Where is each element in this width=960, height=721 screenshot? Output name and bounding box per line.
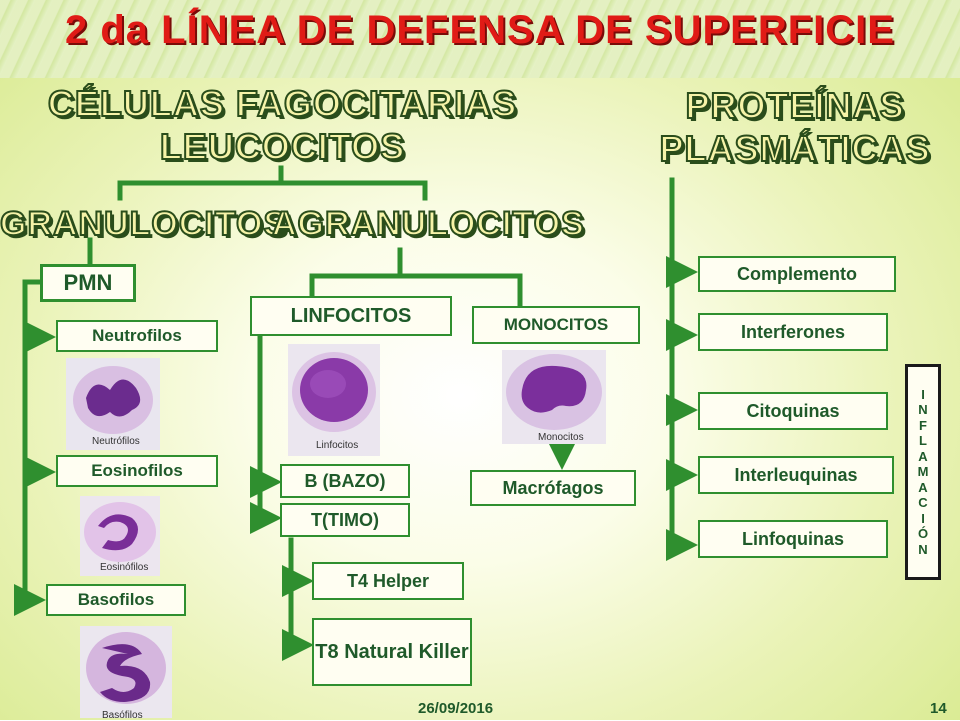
inflamacion-text: INFLAMACIÓN <box>917 386 929 557</box>
monocitos-caption: Monocitos <box>538 432 584 443</box>
basofilos-box: Basofilos <box>46 584 186 616</box>
interferones-box: Interferones <box>698 313 888 351</box>
monocitos-box: MONOCITOS <box>472 306 640 344</box>
linfocitos-caption: Linfocitos <box>316 440 359 451</box>
inflamacion-vertical-label: INFLAMACIÓN <box>905 364 941 580</box>
interleuquinas-box: Interleuquinas <box>698 456 894 494</box>
heading-granulocitos: GRANULOCITOS <box>0 204 288 244</box>
neutrofilos-box: Neutrofilos <box>56 320 218 352</box>
basofilos-caption: Basófilos <box>102 710 143 721</box>
t8-natural-killer-box: T8 Natural Killer <box>312 618 472 686</box>
heading-cells-line2: LEUCOCITOS <box>159 125 406 168</box>
citoquinas-box: Citoquinas <box>698 392 888 430</box>
heading-agranulocitos: AGRANULOCITOS <box>271 204 585 244</box>
linfocitos-box: LINFOCITOS <box>250 296 452 336</box>
monocyte-image: Monocitos <box>502 350 606 444</box>
macrofagos-box: Macrófagos <box>470 470 636 506</box>
slide-title: 2 da LÍNEA DE DEFENSA DE SUPERFICIE <box>65 8 895 52</box>
t-timo-box: T(TIMO) <box>280 503 410 537</box>
heading-proteins-line1: PROTEÍNAS <box>684 84 905 127</box>
linfoquinas-box: Linfoquinas <box>698 520 888 558</box>
t4-helper-box: T4 Helper <box>312 562 464 600</box>
eosinofilos-box: Eosinofilos <box>56 455 218 487</box>
footer-date: 26/09/2016 <box>418 700 494 717</box>
heading-plasma-proteins: PROTEÍNAS PLASMÁTICAS <box>640 84 950 170</box>
title-band <box>0 0 960 78</box>
neutrophil-image: Neutrófilos <box>66 358 160 450</box>
heading-cells-line1: CÉLULAS FAGOCITARIAS <box>47 82 518 125</box>
heading-proteins-line2: PLASMÁTICAS <box>659 127 931 170</box>
footer-page-number: 14 <box>930 700 947 717</box>
complemento-box: Complemento <box>698 256 896 292</box>
heading-phagocytic-cells: CÉLULAS FAGOCITARIAS LEUCOCITOS <box>20 82 545 168</box>
eosinofilos-caption: Eosinófilos <box>100 562 149 573</box>
neutrofilos-caption: Neutrófilos <box>92 436 140 447</box>
eosinophil-image: Eosinófilos <box>80 496 160 576</box>
pmn-box: PMN <box>40 264 136 302</box>
lymphocyte-image: Linfocitos <box>288 344 380 456</box>
b-bazo-box: B (BAZO) <box>280 464 410 498</box>
basophil-image: Basófilos <box>80 626 172 721</box>
